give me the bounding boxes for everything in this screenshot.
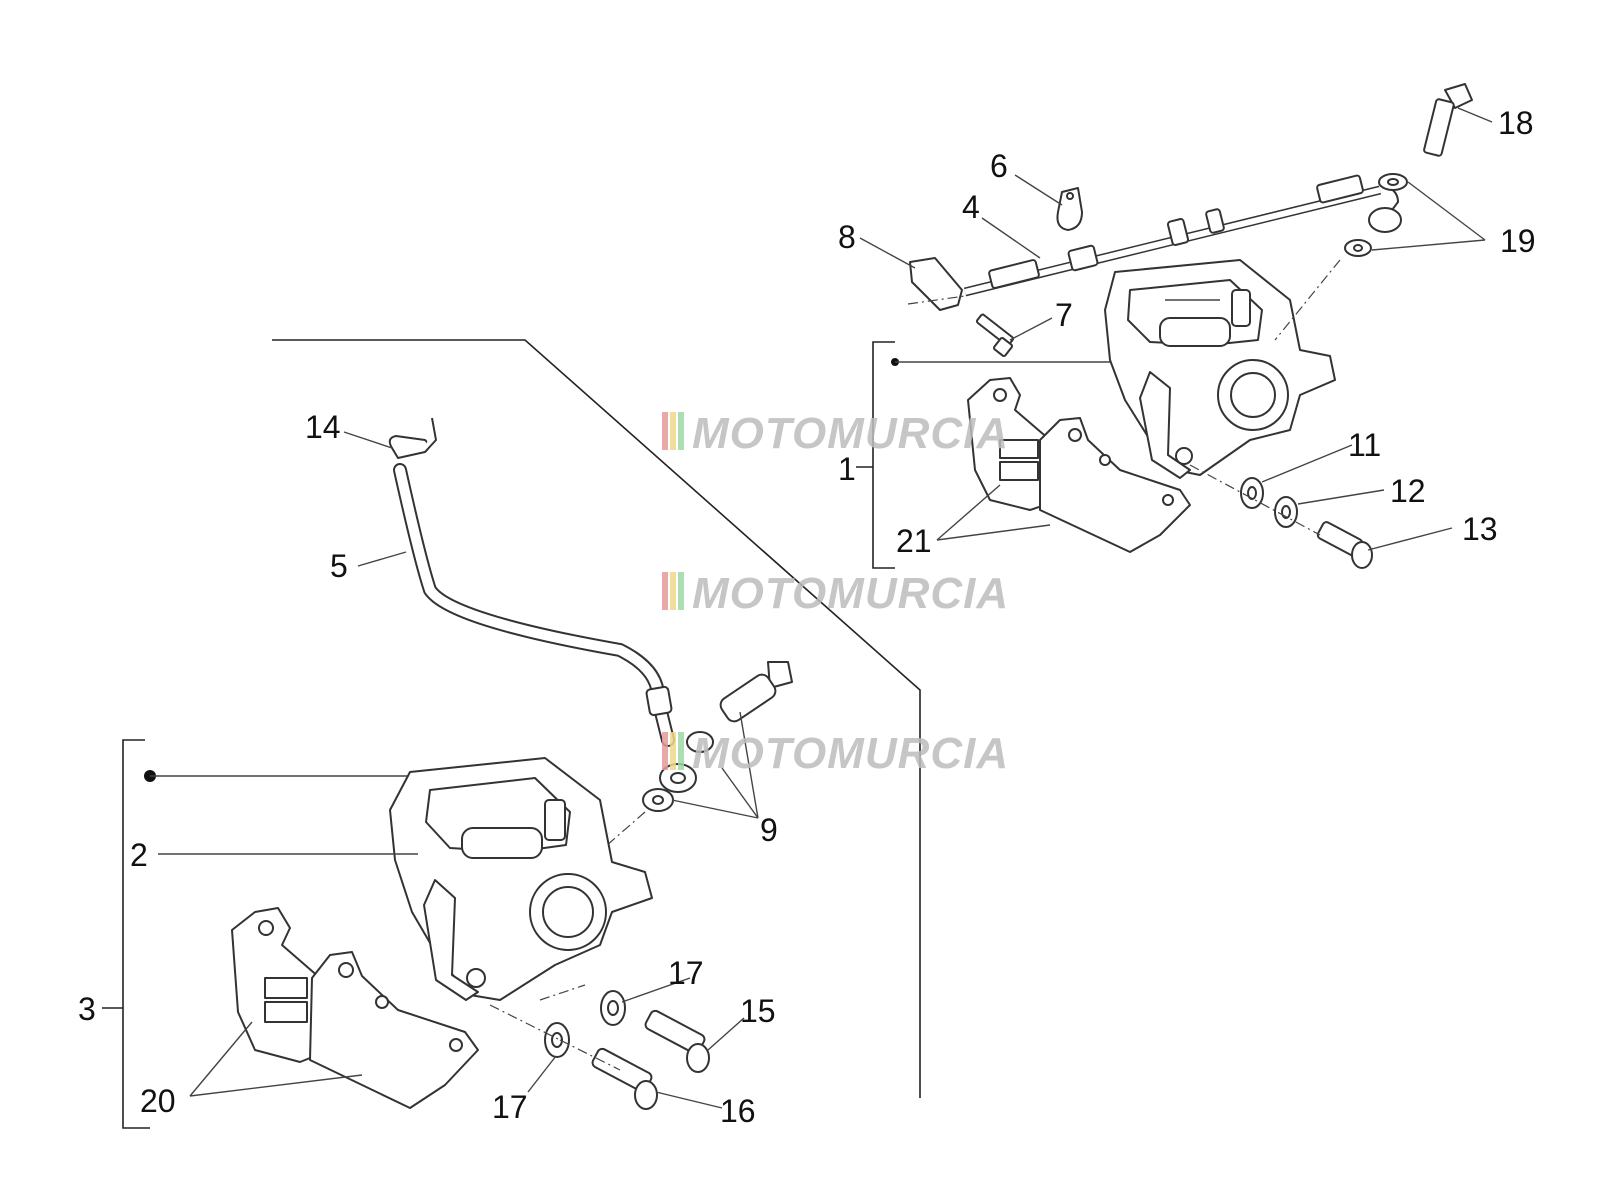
washer-17-upper xyxy=(600,990,626,1026)
watermark-1: MOTOMURCIA xyxy=(662,409,1009,458)
callout-14: 14 xyxy=(305,409,341,445)
hose-clip-8 xyxy=(907,257,966,311)
hose-clip-6 xyxy=(1056,187,1083,231)
assembly-frame-lines xyxy=(272,339,921,1098)
axis-upper-bolt xyxy=(1189,464,1321,536)
washer-17-lower xyxy=(544,1022,570,1058)
bracket-assembly-1 xyxy=(856,341,1110,569)
callout-12: 12 xyxy=(1390,473,1426,509)
bolt-16 xyxy=(591,1047,658,1110)
screw-7 xyxy=(975,313,1015,358)
callout-18: 18 xyxy=(1498,105,1534,141)
callout-11: 11 xyxy=(1348,427,1381,463)
callout-15: 15 xyxy=(740,993,776,1029)
bolt-13 xyxy=(1316,521,1373,569)
callout-5: 5 xyxy=(330,548,348,584)
hose-clip-14 xyxy=(388,417,437,459)
axis-lower-bolt-c xyxy=(539,984,586,1001)
bolt-15 xyxy=(644,1009,710,1073)
leader-lines xyxy=(158,107,1493,1109)
watermark-text: MOTOMURCIA xyxy=(692,409,1009,458)
callout-2: 2 xyxy=(130,837,148,873)
callout-16: 16 xyxy=(720,1093,756,1129)
callout-19: 19 xyxy=(1500,223,1536,259)
callout-21: 21 xyxy=(896,523,932,559)
caliper-upper xyxy=(1104,259,1336,479)
callout-9: 9 xyxy=(760,812,778,848)
washer-11 xyxy=(1240,477,1264,509)
callout-labels: 1 2 3 4 5 6 7 8 9 11 12 13 14 15 16 17 1… xyxy=(78,105,1536,1129)
callout-17-lower: 17 xyxy=(492,1089,528,1125)
callout-1: 1 xyxy=(838,451,856,487)
bracket-assembly-3 xyxy=(102,739,410,1129)
callout-3: 3 xyxy=(78,991,96,1027)
callout-13: 13 xyxy=(1462,511,1498,547)
brake-pads-upper xyxy=(967,377,1191,553)
washers-upper xyxy=(1274,173,1408,341)
caliper-lower xyxy=(389,757,653,1001)
watermark-3: MOTOMURCIA xyxy=(662,729,1009,778)
callout-7: 7 xyxy=(1055,297,1073,333)
watermark-text: MOTOMURCIA xyxy=(692,729,1009,778)
axis-lower-bolt-a xyxy=(489,1004,561,1041)
brake-pads-lower xyxy=(231,907,479,1109)
axis-lower-bolt-b xyxy=(559,1039,621,1071)
callout-20: 20 xyxy=(140,1083,176,1119)
watermark-2: MOTOMURCIA xyxy=(662,569,1009,618)
callout-6: 6 xyxy=(990,148,1008,184)
callout-8: 8 xyxy=(838,219,856,255)
callout-4: 4 xyxy=(962,189,980,225)
brake-hose-upper xyxy=(963,174,1399,297)
watermark-text: MOTOMURCIA xyxy=(692,569,1009,618)
banjo-bolt-lower xyxy=(719,661,793,723)
callout-17-upper: 17 xyxy=(668,955,704,991)
brake-hose-lower xyxy=(393,463,675,747)
banjo-bolt-upper xyxy=(1423,83,1473,157)
